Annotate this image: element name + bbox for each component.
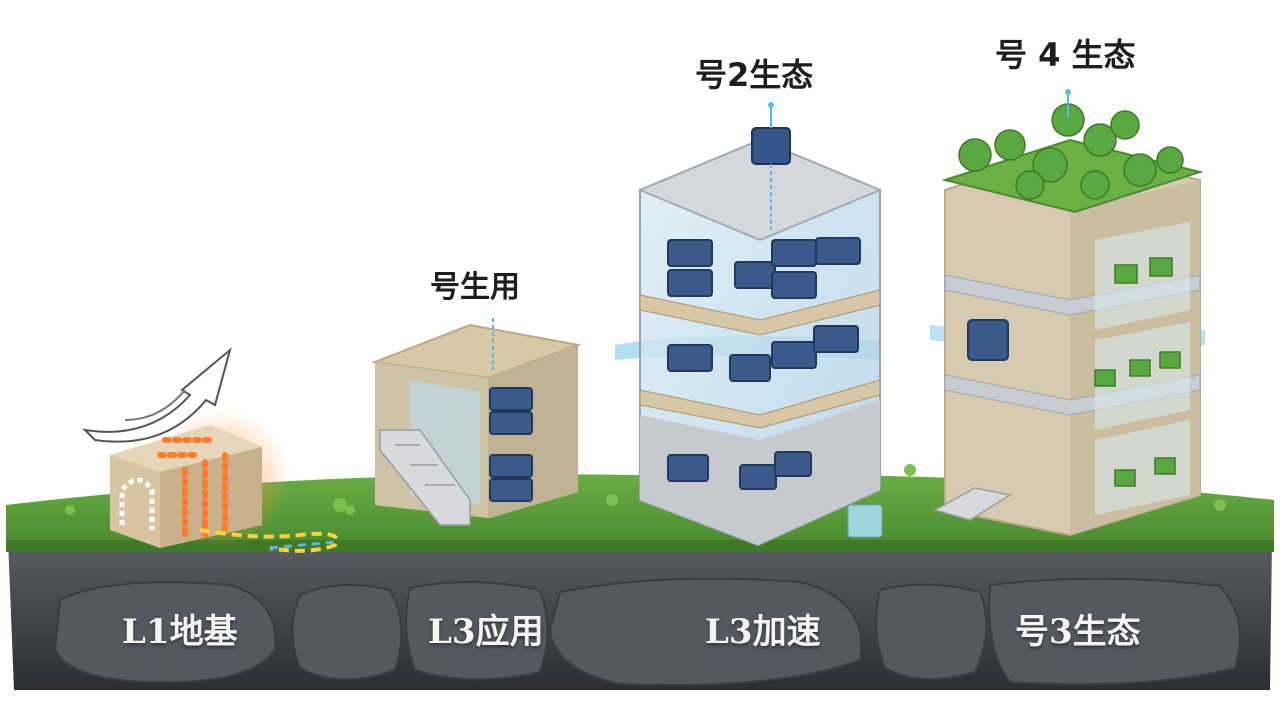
foundation-block bbox=[82, 347, 339, 553]
building-2-base-label: L3应用 bbox=[428, 612, 544, 652]
server-rack bbox=[967, 319, 1009, 361]
arch-door-icon bbox=[119, 477, 155, 530]
ecosystem-tower bbox=[930, 89, 1205, 537]
top-node-cube bbox=[751, 102, 791, 230]
indoor-plants bbox=[1094, 257, 1181, 487]
building-4-top-label: 号 4 生态 bbox=[995, 36, 1136, 74]
small-cube bbox=[847, 504, 883, 538]
heat-pipes bbox=[157, 437, 228, 543]
boulders bbox=[53, 577, 1241, 686]
trees bbox=[958, 103, 1184, 200]
building-2-top-label: 号生用 bbox=[430, 270, 520, 305]
exterior-stairs bbox=[933, 487, 1012, 521]
exterior-stairs bbox=[379, 429, 471, 526]
application-building bbox=[371, 318, 582, 526]
acceleration-tower bbox=[615, 102, 883, 547]
building-3-base-label: L3加速 bbox=[705, 612, 821, 652]
building-4-base-label: 号3生态 bbox=[1015, 612, 1141, 652]
grass-edge bbox=[6, 540, 1274, 552]
server-rack bbox=[489, 387, 533, 502]
server-rack bbox=[667, 237, 861, 490]
growth-arrow-icon bbox=[82, 347, 232, 443]
ground-base bbox=[6, 464, 1274, 690]
building-1-base-label: L1地基 bbox=[122, 612, 238, 652]
grass-tufts bbox=[65, 464, 1226, 515]
building-3-top-label: 号2生态 bbox=[695, 56, 814, 94]
